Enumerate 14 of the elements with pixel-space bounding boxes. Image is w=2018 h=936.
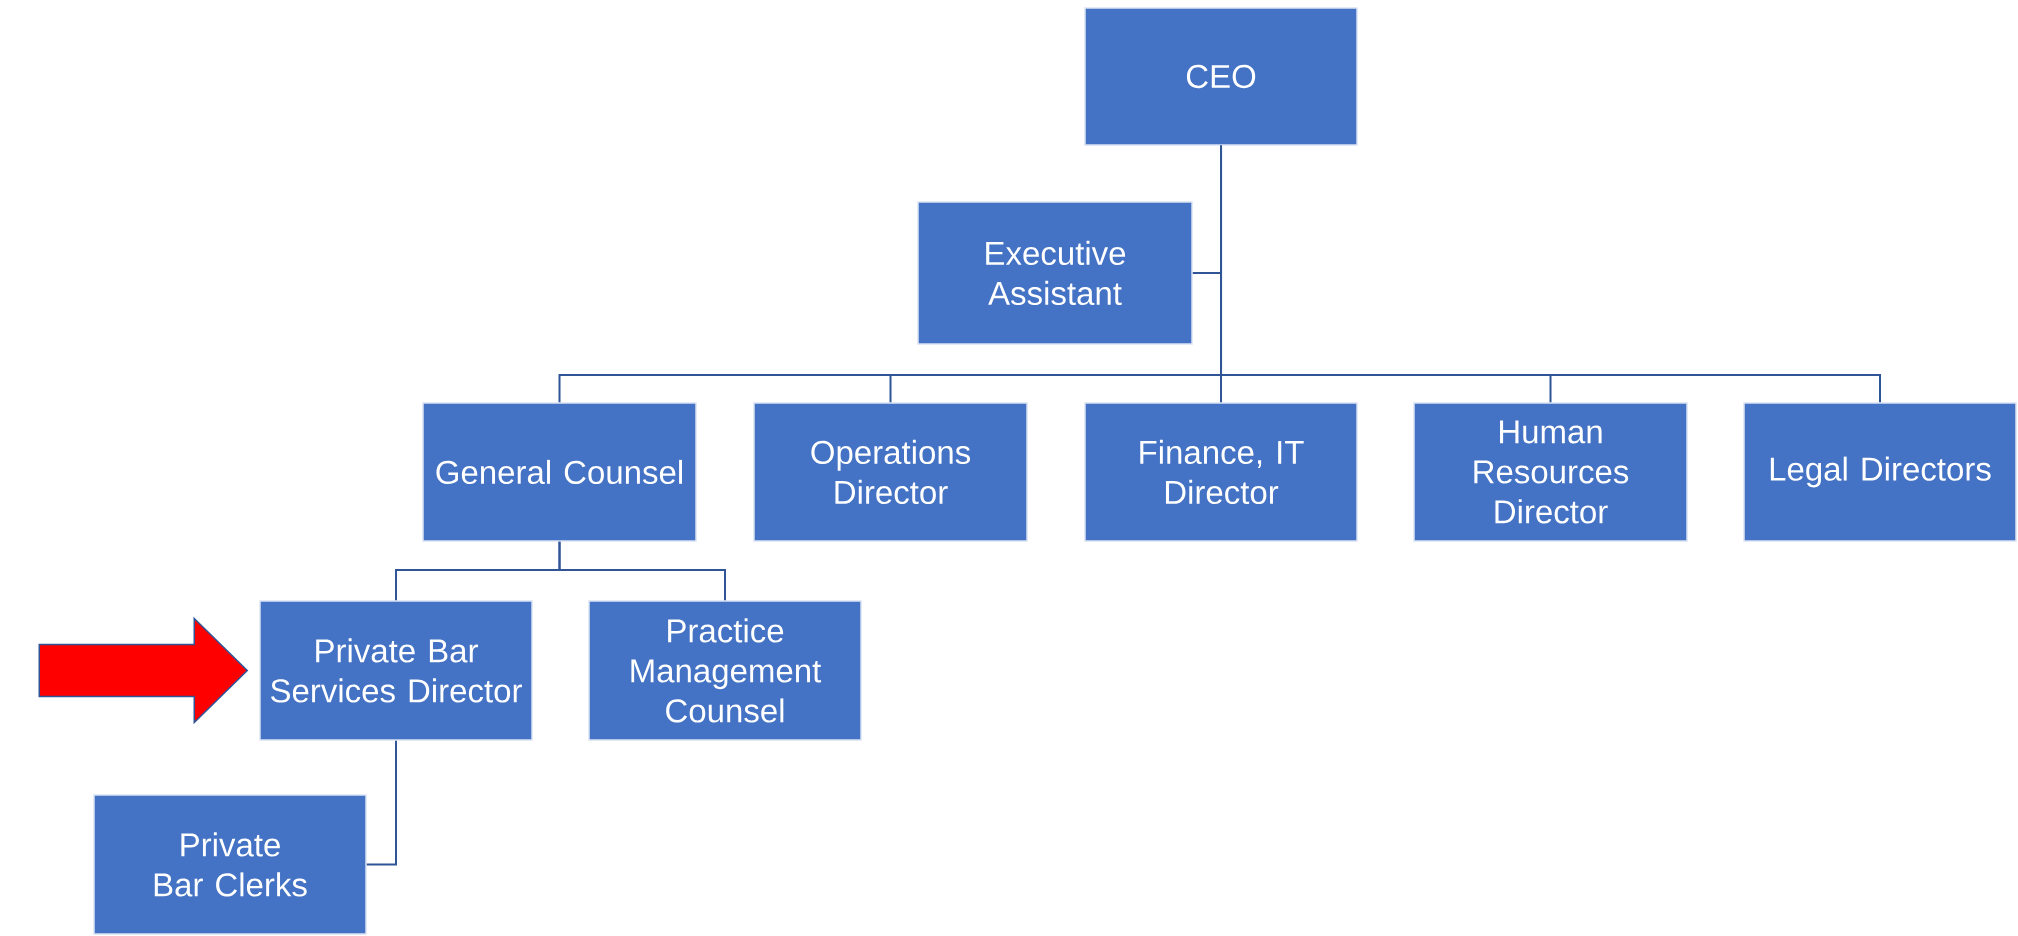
org-box: CEO bbox=[1084, 7, 1358, 146]
connector-line bbox=[365, 739, 397, 866]
org-box: Human Resources Director bbox=[1413, 402, 1688, 542]
connector-line bbox=[558, 540, 726, 602]
org-box: Practice Management Counsel bbox=[588, 600, 862, 741]
connector-line bbox=[1220, 144, 1881, 404]
org-box: Legal Directors bbox=[1743, 402, 2017, 542]
org-box: Finance, IT Director bbox=[1084, 402, 1358, 542]
org-box: Private Bar Services Director bbox=[259, 600, 533, 741]
block-arrow bbox=[38, 616, 249, 725]
org-box: Operations Director bbox=[753, 402, 1028, 542]
org-box: Private Bar Clerks bbox=[93, 794, 367, 935]
org-box: Executive Assistant bbox=[917, 201, 1193, 345]
org-box: General Counsel bbox=[422, 402, 697, 542]
